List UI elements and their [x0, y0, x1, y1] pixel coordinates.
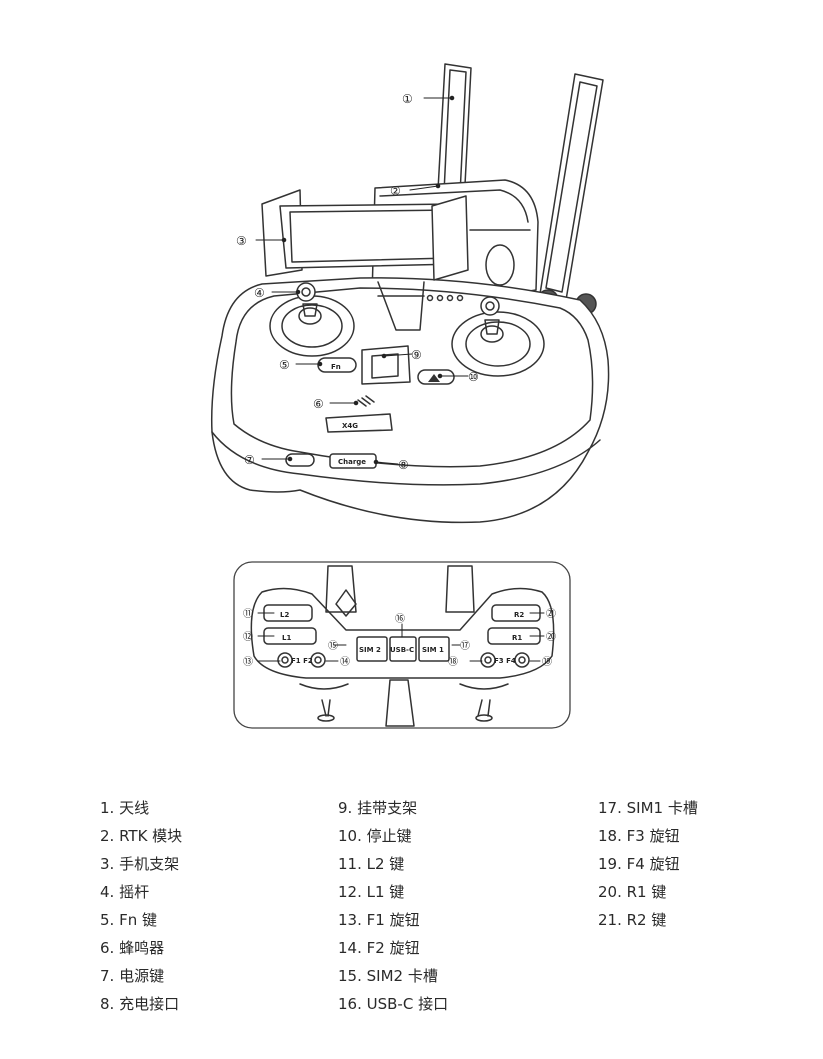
callout-6: ⑥	[313, 397, 324, 411]
legend-item: 8. 充电接口	[100, 995, 180, 1013]
legend-item: 18. F3 旋钮	[598, 827, 680, 845]
callout-20: ⑳	[546, 631, 556, 643]
status-leds	[426, 294, 464, 302]
legend-item: 5. Fn 键	[100, 911, 157, 929]
legend-item: 2. RTK 模块	[100, 827, 183, 845]
callout-11: ⑪	[243, 608, 253, 620]
callout-21: ㉑	[546, 608, 556, 620]
legend-item: 13. F1 旋钮	[338, 911, 420, 929]
power-button	[285, 453, 315, 467]
legend-item: 21. R2 键	[598, 911, 667, 929]
sim2-label: SIM 2	[359, 646, 381, 654]
r1-label: R1	[512, 634, 522, 642]
legend-item: 20. R1 键	[598, 883, 667, 901]
legend-column-2: 9. 挂带支架 10. 停止键 11. L2 键 12. L1 键 13. F1…	[338, 794, 448, 1018]
legend-item: 12. L1 键	[338, 883, 405, 901]
legend-item: 1. 天线	[100, 799, 150, 817]
callout-1: ①	[402, 92, 413, 106]
l2-label: L2	[280, 611, 289, 619]
callout-17: ⑰	[460, 640, 470, 652]
callout-15: ⑮	[328, 640, 338, 652]
usbc-label: USB-C	[390, 646, 414, 654]
callout-10: ⑩	[468, 370, 479, 384]
legend-item: 17. SIM1 卡槽	[598, 799, 698, 817]
callout-14: ⑭	[340, 656, 350, 668]
f3f4-label: F3 F4	[494, 657, 516, 665]
legend-item: 11. L2 键	[338, 855, 405, 873]
callout-8: ⑧	[398, 458, 409, 472]
callout-13: ⑬	[243, 656, 253, 668]
controller-body	[210, 277, 610, 524]
sim1-label: SIM 1	[422, 646, 444, 654]
callout-18: ⑱	[448, 656, 458, 668]
callout-2: ②	[390, 184, 401, 198]
bottom-detail-view	[233, 561, 571, 729]
legend-item: 7. 电源键	[100, 967, 165, 985]
legend-item: 9. 挂带支架	[338, 799, 418, 817]
callout-12: ⑫	[243, 631, 253, 643]
callout-3: ③	[236, 234, 247, 248]
parts-legend: 1. 天线 2. RTK 模块 3. 手机支架 4. 摇杆 5. Fn 键 6.…	[100, 794, 800, 1024]
legend-item: 10. 停止键	[338, 827, 412, 845]
legend-column-1: 1. 天线 2. RTK 模块 3. 手机支架 4. 摇杆 5. Fn 键 6.…	[100, 794, 182, 1018]
charge-port-label: Charge	[338, 458, 366, 466]
legend-item: 14. F2 旋钮	[338, 939, 420, 957]
legend-item: 15. SIM2 卡槽	[338, 967, 438, 985]
callout-7: ⑦	[244, 453, 255, 467]
antenna-right	[539, 73, 604, 301]
callout-9: ⑨	[411, 348, 422, 362]
fn-button-label: Fn	[331, 363, 341, 371]
logo-label: X4G	[342, 422, 358, 430]
r2-label: R2	[514, 611, 524, 619]
logo-plate	[325, 413, 393, 433]
joystick-left	[269, 282, 355, 357]
callout-4: ④	[254, 286, 265, 300]
callout-19: ⑲	[542, 656, 552, 668]
phone-holder	[261, 189, 469, 331]
legend-column-3: 17. SIM1 卡槽 18. F3 旋钮 19. F4 旋钮 20. R1 键…	[598, 794, 698, 934]
callout-16: ⑯	[395, 613, 405, 625]
f1f2-label: F1 F2	[291, 657, 313, 665]
callout-5: ⑤	[279, 358, 290, 372]
legend-item: 19. F4 旋钮	[598, 855, 680, 873]
remote-controller-diagram: Fn Charge X4G L2 L1 R2 R1 F1 F2 F3 F4 SI…	[210, 63, 610, 729]
joystick-right	[451, 296, 545, 377]
legend-item: 3. 手机支架	[100, 855, 180, 873]
buzzer	[357, 395, 375, 407]
legend-item: 6. 蜂鸣器	[100, 939, 165, 957]
lanyard-mount	[361, 345, 411, 385]
legend-item: 4. 摇杆	[100, 883, 150, 901]
l1-label: L1	[282, 634, 291, 642]
legend-item: 16. USB-C 接口	[338, 995, 449, 1013]
